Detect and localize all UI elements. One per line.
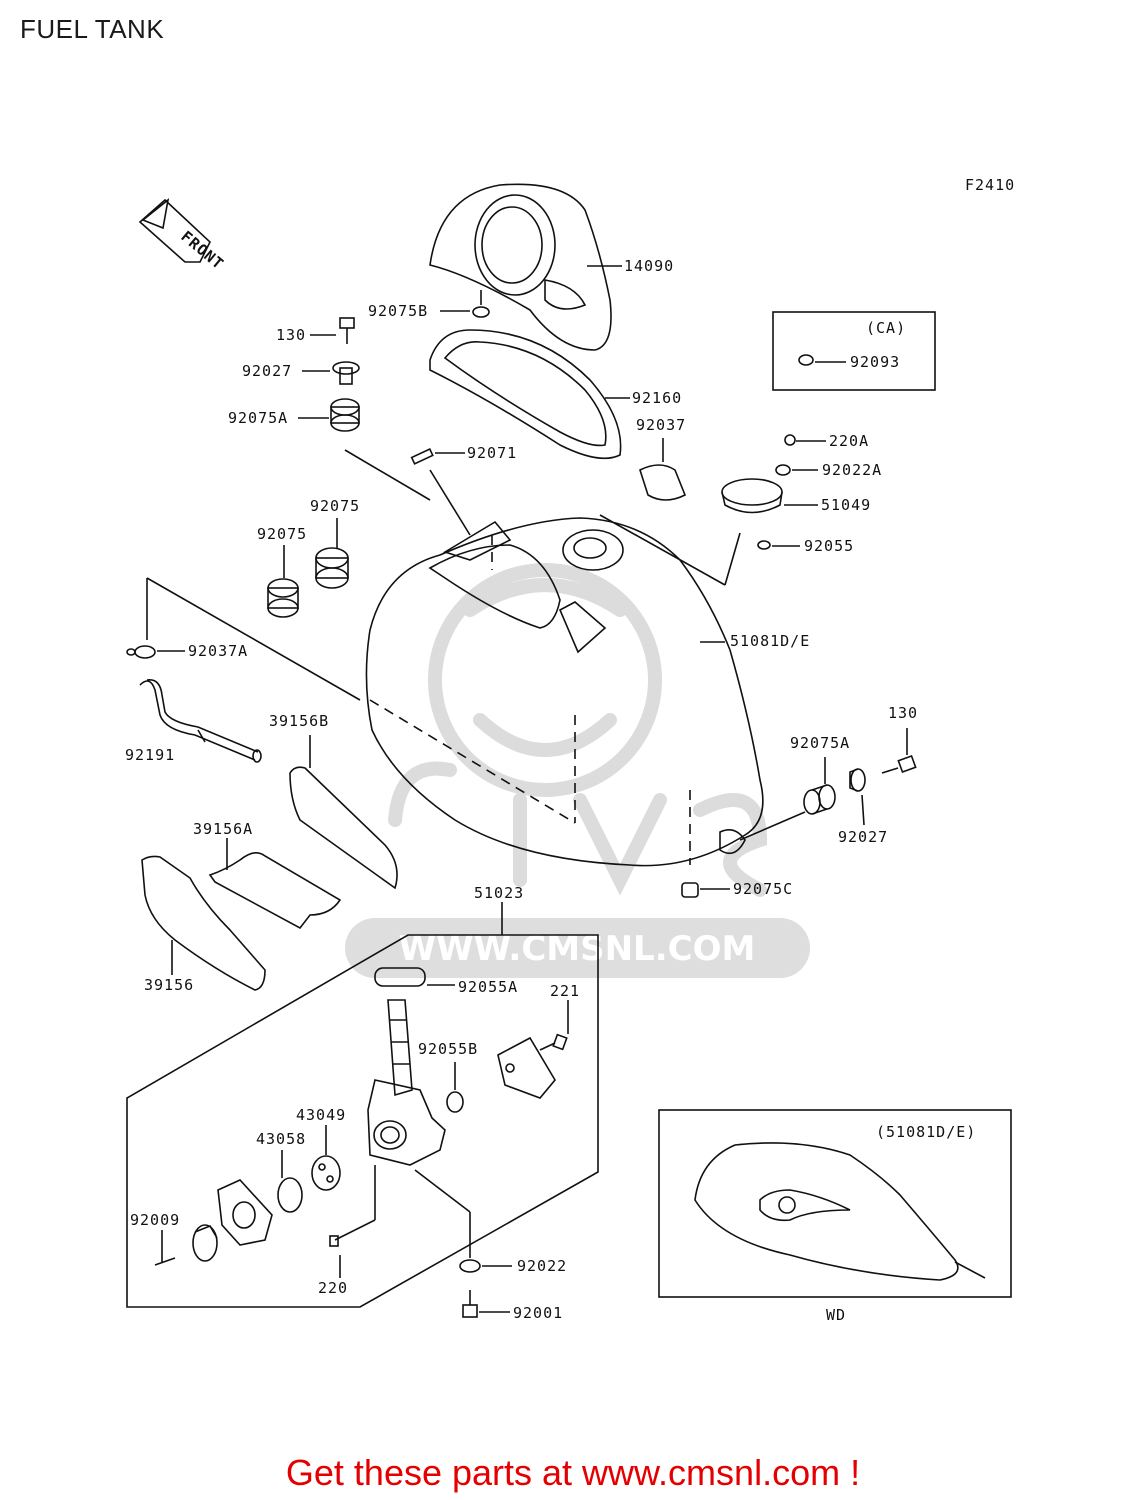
part-label-92037A: 92037A (188, 642, 248, 660)
part-label-221: 221 (550, 982, 580, 1000)
leader-92037A (146, 577, 361, 701)
part-92055B-oring-icon (446, 1091, 464, 1113)
part-label-43049: 43049 (296, 1106, 346, 1124)
part-label-92037: 92037 (636, 416, 686, 434)
part-label-92093: 92093 (850, 353, 900, 371)
part-label-220A: 220A (829, 432, 869, 450)
part-label-92055B: 92055B (418, 1040, 478, 1058)
part-221-screw-icon (539, 1000, 569, 1051)
figure-code: F2410 (965, 176, 1015, 194)
inset-variant-caption: WD (826, 1306, 846, 1324)
inset-ca-title: (CA) (866, 319, 906, 337)
part-92037A-clip-icon (126, 645, 185, 659)
part-92075A-damper-icon (298, 398, 431, 501)
part-51023-group-outline (126, 902, 599, 1308)
part-label-92160: 92160 (632, 389, 682, 407)
tank-hidden-lines (369, 535, 691, 865)
part-label-39156: 39156 (144, 976, 194, 994)
part-92075C-damper-icon (681, 882, 730, 898)
part-220-screw-icon (329, 1165, 376, 1278)
footer-link-text[interactable]: Get these parts at www.cmsnl.com ! (285, 1452, 861, 1493)
part-label-14090: 14090 (624, 257, 674, 275)
part-43049-lever-icon (311, 1125, 341, 1191)
fuel-tap-body-icon (367, 1079, 446, 1166)
part-130-bolt-icon (881, 728, 917, 774)
part-label-43058: 43058 (256, 1130, 306, 1148)
part-label-92009: 92009 (130, 1211, 180, 1229)
part-39156B-pad-icon (289, 735, 398, 890)
part-92009-knob-icon (154, 1224, 218, 1266)
part-39156-pad-icon (141, 855, 266, 991)
part-label-92075B: 92075B (368, 302, 428, 320)
part-92022A-washer-icon (775, 464, 818, 476)
part-label-92075C: 92075C (733, 880, 793, 898)
part-label-220: 220 (318, 1279, 348, 1297)
part-39156A-pad-icon (208, 838, 342, 930)
part-92075B-icon (472, 306, 490, 318)
part-label-92071: 92071 (467, 444, 517, 462)
part-130-bolt-icon (310, 317, 355, 344)
part-label-39156A: 39156A (193, 820, 253, 838)
fuel-strainer-icon (387, 999, 413, 1097)
front-arrow-icon (138, 198, 211, 263)
part-92071-clip-icon (410, 447, 471, 536)
part-92075-damper-icon (315, 518, 349, 589)
part-92093-nut-icon (798, 354, 846, 366)
part-43058-oring-icon (277, 1177, 303, 1213)
part-92022-washer-icon (459, 1259, 512, 1273)
leader-92022 (414, 1169, 471, 1213)
part-92055A-gasket-icon (374, 967, 455, 987)
part-92027-collar-icon (849, 768, 866, 826)
part-92055-oring-icon (757, 540, 771, 550)
part-51049-cap-icon (599, 478, 818, 586)
part-92160-gasket (429, 329, 630, 460)
part-label-130: 130 (276, 326, 306, 344)
part-label-51049: 51049 (821, 496, 871, 514)
part-label-92027: 92027 (242, 362, 292, 380)
inset-variant-box (658, 1109, 1012, 1298)
watermark (388, 563, 768, 897)
part-label-92075A: 92075A (790, 734, 850, 752)
inset-ca-box (772, 311, 936, 391)
watermark-banner (345, 918, 810, 978)
part-51081DE-fuel-tank (365, 517, 806, 867)
part-label-51023: 51023 (474, 884, 524, 902)
variant-tank-icon (694, 1142, 986, 1281)
part-92075A-damper-icon (803, 757, 836, 815)
footer-link[interactable]: Get these parts at www.cmsnl.com ! (0, 1452, 1146, 1494)
part-label-92075: 92075 (257, 525, 307, 543)
part-label-39156B: 39156B (269, 712, 329, 730)
part-label-92055A: 92055A (458, 978, 518, 996)
part-92075-damper-icon (267, 545, 299, 618)
page-title: FUEL TANK (20, 14, 165, 44)
part-label-92022: 92022 (517, 1257, 567, 1275)
part-92027-collar-icon (302, 361, 360, 385)
part-220A-screw-icon (784, 434, 826, 446)
part-label-92027: 92027 (838, 828, 888, 846)
part-label-92075: 92075 (310, 497, 360, 515)
part-14090-cover (429, 183, 622, 351)
part-92001-bolt-icon (462, 1290, 510, 1318)
part-92037-clamp-icon (639, 438, 687, 501)
part-label-130: 130 (888, 704, 918, 722)
part-label-92055: 92055 (804, 537, 854, 555)
fuel-tap-cover-icon (217, 1179, 273, 1246)
part-label-92191: 92191 (125, 746, 175, 764)
part-label-51081DE: 51081D/E (730, 632, 810, 650)
part-92191-hose-icon (139, 678, 262, 763)
part-label-92022A: 92022A (822, 461, 882, 479)
part-label-92001: 92001 (513, 1304, 563, 1322)
part-label-92075A: 92075A (228, 409, 288, 427)
inset-variant-title: (51081D/E) (876, 1123, 976, 1141)
fuel-tap-plate-icon (497, 1036, 556, 1099)
